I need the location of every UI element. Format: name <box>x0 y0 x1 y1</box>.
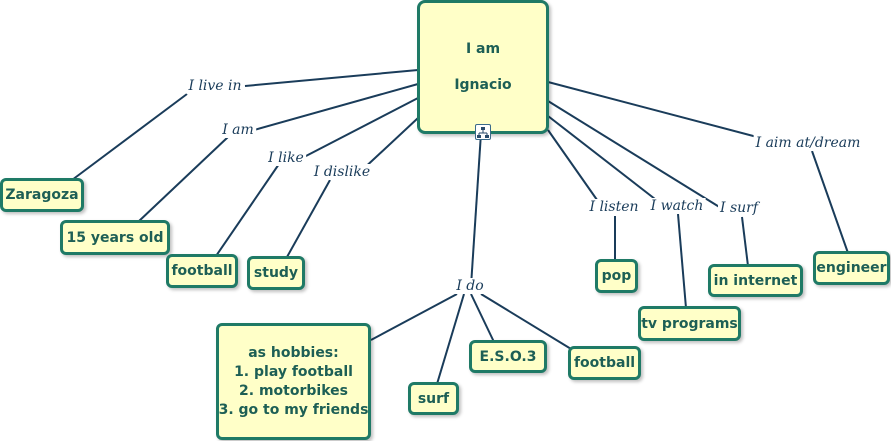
node-internet[interactable]: in internet <box>708 264 803 297</box>
hobbies-title: as hobbies: <box>248 345 339 361</box>
node-zaragoza[interactable]: Zaragoza <box>0 178 84 212</box>
link-label-watch: I watch <box>648 198 706 214</box>
node-tv-label: tv programs <box>641 315 738 332</box>
node-internet-label: in internet <box>713 272 798 289</box>
node-eso-label: E.S.O.3 <box>479 348 537 365</box>
node-age-label: 15 years old <box>66 229 164 246</box>
node-engineer[interactable]: engineer <box>813 251 890 285</box>
node-do-football[interactable]: football <box>568 346 641 380</box>
line-watch-tv <box>677 213 687 309</box>
hierarchy-icon-glyph <box>477 127 489 138</box>
line-do-hobbies <box>370 293 458 341</box>
line-do-football <box>480 293 577 353</box>
node-tv[interactable]: tv programs <box>638 306 741 341</box>
node-surf-label: surf <box>417 390 450 407</box>
line-root-listen <box>547 129 603 208</box>
line-root-do <box>470 132 482 287</box>
line-live-in-zaragoza <box>71 93 188 181</box>
link-label-listen: I listen <box>587 199 641 215</box>
line-do-surf <box>436 293 465 385</box>
node-do-football-label: football <box>573 355 636 371</box>
line-do-eso <box>470 293 495 343</box>
node-pop[interactable]: pop <box>595 259 638 293</box>
root-line-1: I am <box>465 41 501 57</box>
line-surf-internet <box>741 216 749 267</box>
line-root-dislike <box>359 117 419 173</box>
line-root-aim <box>547 81 781 144</box>
node-age[interactable]: 15 years old <box>60 220 170 255</box>
root-line-2: Ignacio <box>454 77 512 93</box>
node-like-football[interactable]: football <box>166 254 238 288</box>
node-study-label: study <box>253 265 299 281</box>
node-zaragoza-label: Zaragoza <box>5 187 79 203</box>
line-am-age <box>137 136 229 223</box>
link-label-aim: I aim at/dream <box>753 135 863 151</box>
link-label-live-in: I live in <box>186 78 244 94</box>
link-label-surf: I surf <box>717 200 761 216</box>
line-like-football <box>215 163 280 257</box>
link-label-do: I do <box>454 278 486 294</box>
node-surf[interactable]: surf <box>408 382 459 415</box>
line-dislike-study <box>286 179 331 258</box>
line-root-watch <box>547 115 665 207</box>
root-node[interactable]: I am Ignacio <box>417 0 549 134</box>
line-aim-engineer <box>811 150 849 254</box>
hierarchy-icon[interactable] <box>475 124 491 140</box>
link-label-am: I am <box>220 122 256 138</box>
hobbies-item-2: 2. motorbikes <box>239 383 348 399</box>
hobbies-item-3: 3. go to my friends <box>218 402 369 418</box>
node-pop-label: pop <box>601 268 632 284</box>
link-label-like: I like <box>266 150 306 166</box>
node-hobbies[interactable]: as hobbies: 1. play football 2. motorbik… <box>216 323 371 440</box>
link-label-dislike: I dislike <box>311 164 373 180</box>
node-like-football-label: football <box>171 263 233 279</box>
line-root-am <box>253 83 419 131</box>
node-study[interactable]: study <box>247 256 305 290</box>
hobbies-item-1: 1. play football <box>234 364 353 380</box>
node-eso[interactable]: E.S.O.3 <box>469 340 547 373</box>
line-root-surf <box>547 100 722 209</box>
node-engineer-label: engineer <box>816 260 887 276</box>
line-root-like <box>303 97 419 158</box>
line-root-live-in <box>244 69 419 87</box>
